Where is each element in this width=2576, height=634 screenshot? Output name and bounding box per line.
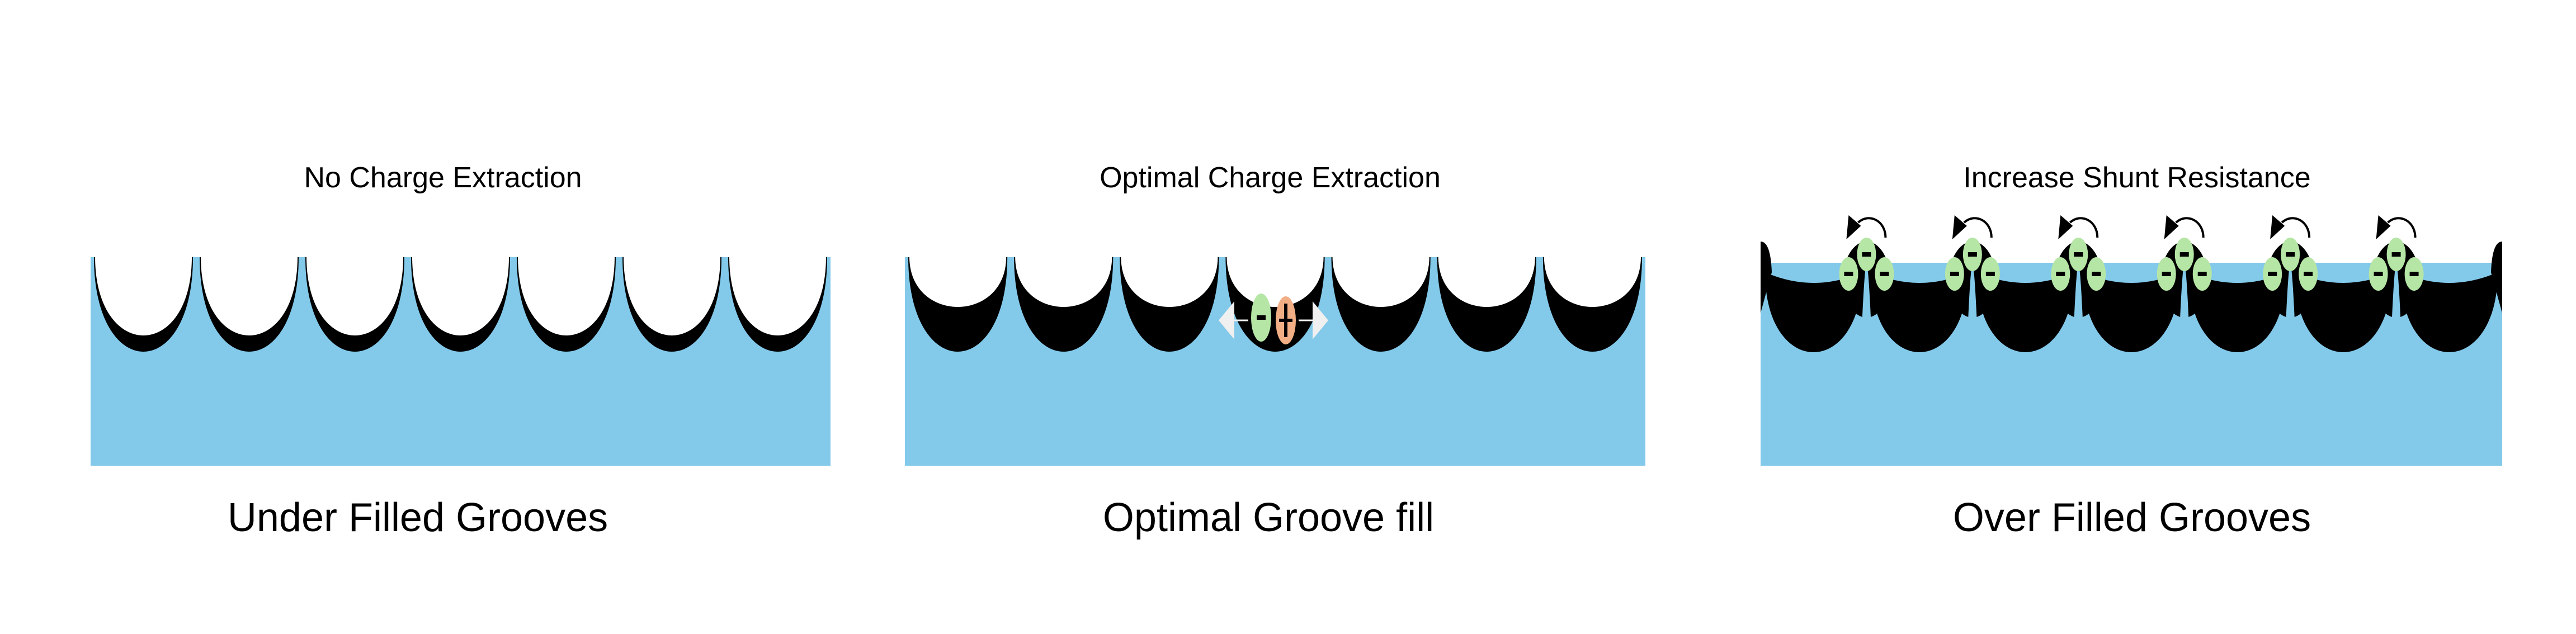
panel-2-caption: Optimal Groove fill [1102,495,1435,540]
recombination-arrow-icon [2281,217,2311,238]
minus-sign [2056,272,2065,276]
minus-sign [2304,272,2313,276]
minus-sign [2179,252,2189,257]
minus-sign [2092,272,2101,276]
panel-1-groove-void [624,257,720,335]
recombination-arrow-icon [1857,217,1887,238]
arrow-head-icon [2270,215,2285,239]
panel-3-groove-fill [1976,272,2074,352]
minus-sign [1880,272,1889,276]
panel-2-groove-void [1121,257,1218,307]
minus-sign [1862,252,1871,257]
panel-1-title: No Charge Extraction [304,162,582,194]
panel-1-groove-void [306,257,403,335]
plus-sign-v [1284,304,1287,337]
arrow-head-icon [2164,215,2179,239]
panel-3-groove-fill [2188,272,2286,352]
recombination-arrow-icon [2069,217,2099,238]
panel-2-groove-void [909,257,1007,307]
minus-sign [2162,272,2171,276]
minus-sign [1950,272,1959,276]
substrate-peak [2391,263,2402,335]
minus-sign [2374,272,2383,276]
recombination-arrow-icon [2175,217,2205,238]
panel-3-groove-fill [1765,272,1862,352]
minus-sign [2391,252,2401,257]
panel-3-caption: Over Filled Grooves [1952,495,2311,540]
recombination-arrow-icon [1963,217,1993,238]
panel-3-groove-fill [1871,272,1968,352]
minus-sign [2197,272,2207,276]
minus-sign [2409,272,2419,276]
substrate-peak [1861,263,1872,335]
panel-2-groove-void [1332,257,1429,307]
arrow-head-icon [2058,215,2073,239]
panel-2-title: Optimal Charge Extraction [1100,162,1441,194]
panel-1-caption: Under Filled Grooves [227,495,608,540]
panel-3-groove-fill [2400,272,2498,352]
panel-1-groove-void [95,257,192,335]
minus-sign [1257,315,1266,320]
substrate-peak [2073,263,2084,335]
panel-2-groove-void [1438,257,1535,307]
panel-3-title: Increase Shunt Resistance [1963,162,2311,194]
minus-sign [1985,272,1995,276]
panel-1-groove-void [729,257,826,335]
left-edge-overfill [1761,242,1772,313]
left-arrow-icon [1219,301,1234,339]
right-arrow-icon [1313,301,1328,339]
substrate-peak [2179,263,2190,335]
panel-2-groove-void [1226,257,1324,307]
recombination-arrow-icon [2387,217,2417,238]
right-edge-overfill [2491,242,2502,313]
panel-3-groove-fill [2295,272,2392,352]
panel-1-groove-void [518,257,615,335]
arrow-head-icon [1952,215,1967,239]
minus-sign [2286,252,2295,257]
minus-sign [2074,252,2083,257]
panel-1-groove-void [412,257,509,335]
minus-sign [2268,272,2277,276]
panel-1-groove-void [201,257,298,335]
substrate-peak [2285,263,2296,335]
substrate-peak [1967,263,1978,335]
panel-2-groove-void [1544,257,1641,307]
panel-2-groove-void [1015,257,1112,307]
minus-sign [1844,272,1853,276]
panel-3-groove-fill [2083,272,2180,352]
arrow-head-icon [1846,215,1861,239]
minus-sign [1968,252,1977,257]
arrow-head-icon [2376,215,2391,239]
